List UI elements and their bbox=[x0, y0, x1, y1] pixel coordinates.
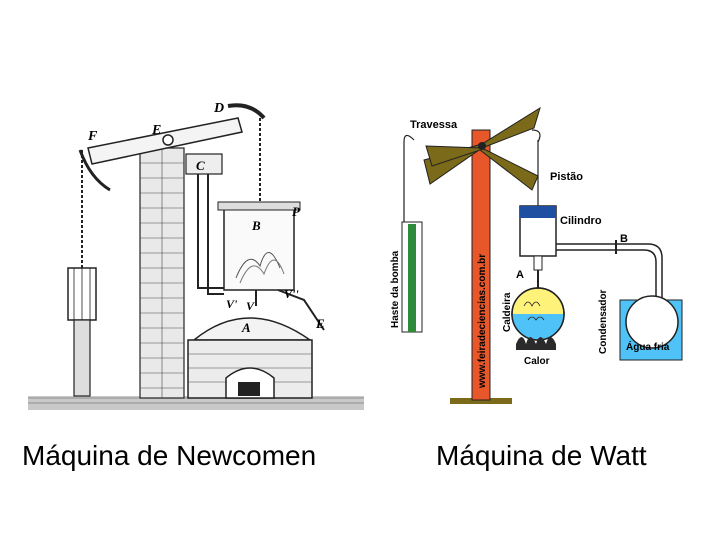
watermark-text: www.feiradeciencias.com.br bbox=[477, 254, 488, 389]
caption-newcomen: Máquina de Newcomen bbox=[22, 440, 317, 471]
label-caldeira: Caldeira bbox=[502, 292, 513, 332]
label-c: C bbox=[196, 158, 205, 173]
watt-engine-diagram: www.feiradeciencias.com.br Haste da bomb… bbox=[384, 100, 704, 410]
label-travessa: Travessa bbox=[410, 119, 458, 131]
label-calor: Calor bbox=[524, 356, 550, 367]
label-f: F bbox=[87, 129, 98, 144]
label-b: B bbox=[251, 218, 261, 233]
label-a: A bbox=[516, 269, 524, 281]
label-pistao: Pistão bbox=[550, 171, 583, 183]
label-cilindro: Cilindro bbox=[560, 215, 602, 227]
label-condensador: Condensador bbox=[598, 289, 609, 354]
label-haste-bomba: Haste da bomba bbox=[390, 250, 401, 328]
label-b: B bbox=[620, 233, 628, 245]
label-agua-fria: Água fria bbox=[626, 340, 670, 353]
label-a: A bbox=[241, 320, 251, 335]
caption-watt: Máquina de Watt bbox=[436, 440, 647, 471]
label-e-beam: E bbox=[151, 123, 161, 138]
label-p: P bbox=[292, 204, 301, 219]
label-e-bottom: E bbox=[315, 316, 325, 331]
label-v-prime: V' bbox=[226, 297, 238, 311]
label-v-double: V'' bbox=[284, 287, 299, 301]
newcomen-engine-illustration: D E F C B P A V' V V'' E bbox=[28, 78, 364, 410]
label-v: V bbox=[246, 299, 255, 313]
label-d: D bbox=[213, 101, 224, 116]
